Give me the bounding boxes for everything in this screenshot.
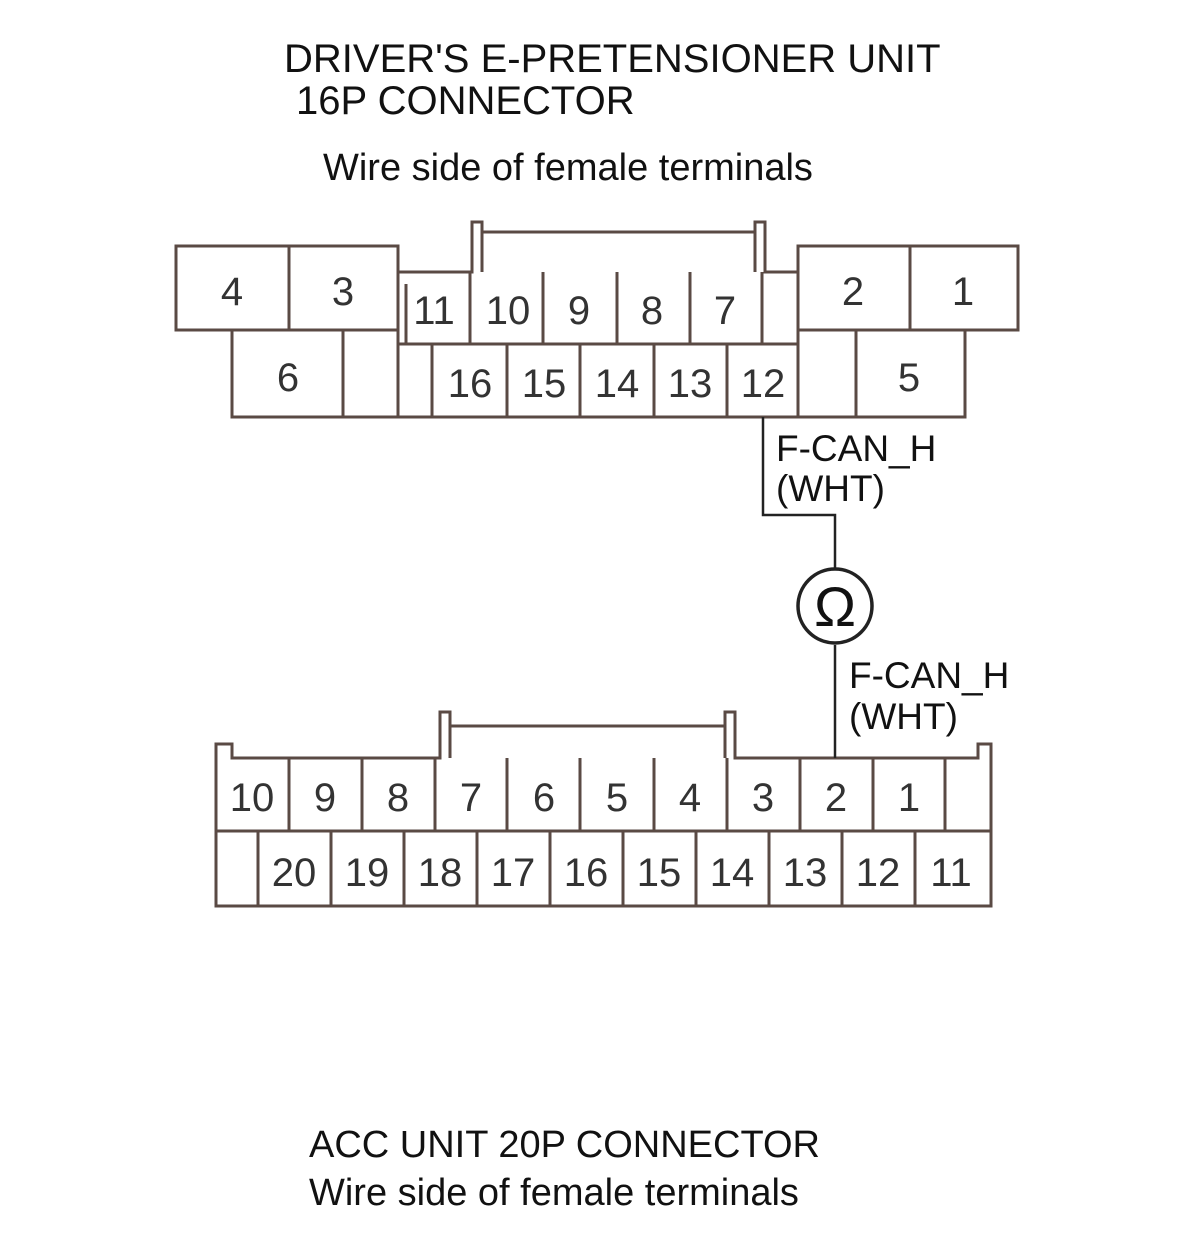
ohmmeter-symbol — [796, 567, 874, 645]
bottom-terminal-10: 10 — [230, 776, 275, 820]
bottom-terminal-14: 14 — [710, 851, 755, 895]
top-terminal-1: 1 — [952, 270, 974, 314]
bottom-terminal-9: 9 — [314, 776, 336, 820]
bottom-wire-color-label: (WHT) — [849, 696, 958, 737]
bottom-terminal-2: 2 — [825, 776, 847, 820]
bottom-connector-view-note: Wire side of female terminals — [309, 1172, 799, 1214]
bottom-terminal-4: 4 — [679, 776, 701, 820]
top-terminal-2: 2 — [842, 270, 864, 314]
bottom-terminal-6: 6 — [533, 776, 555, 820]
bottom-terminal-7: 7 — [460, 776, 482, 820]
top-terminal-7: 7 — [714, 289, 736, 333]
bottom-terminal-11: 11 — [930, 851, 972, 895]
top-terminal-10: 10 — [486, 289, 531, 333]
top-terminal-14: 14 — [595, 362, 640, 406]
bottom-terminal-19: 19 — [345, 851, 390, 895]
top-terminal-6: 6 — [277, 356, 299, 400]
top-terminal-9: 9 — [568, 289, 590, 333]
bottom-terminal-12: 12 — [856, 851, 901, 895]
bottom-connector-title: ACC UNIT 20P CONNECTOR — [309, 1124, 820, 1166]
top-wire-signal-label: F-CAN_H — [776, 428, 937, 469]
top-terminal-8: 8 — [641, 289, 663, 333]
ohm-icon: Ω — [814, 575, 856, 638]
bottom-terminal-15: 15 — [637, 851, 682, 895]
bottom-terminal-17: 17 — [491, 851, 536, 895]
bottom-terminal-20: 20 — [272, 851, 317, 895]
top-connector-title-line1: DRIVER'S E-PRETENSIONER UNIT — [284, 37, 941, 81]
bottom-terminal-16: 16 — [564, 851, 609, 895]
top-connector-view-note: Wire side of female terminals — [323, 147, 813, 189]
top-connector-title-line2: 16P CONNECTOR — [296, 79, 635, 123]
top-terminal-5: 5 — [898, 356, 920, 400]
bottom-wire-signal-label: F-CAN_H — [849, 655, 1010, 696]
bottom-terminal-3: 3 — [752, 776, 774, 820]
bottom-terminal-13: 13 — [783, 851, 828, 895]
top-terminal-15: 15 — [522, 362, 567, 406]
top-terminal-3: 3 — [332, 270, 354, 314]
top-wire-line — [761, 417, 837, 568]
top-terminal-16: 16 — [448, 362, 493, 406]
bottom-connector-housing — [214, 710, 993, 908]
top-wire-color-label: (WHT) — [776, 468, 885, 509]
top-terminal-12: 12 — [741, 362, 786, 406]
top-terminal-11: 11 — [413, 289, 455, 333]
bottom-terminal-8: 8 — [387, 776, 409, 820]
top-connector-housing — [174, 220, 1020, 419]
top-terminal-13: 13 — [668, 362, 713, 406]
bottom-terminal-1: 1 — [898, 776, 920, 820]
top-terminal-4: 4 — [221, 270, 243, 314]
bottom-terminal-5: 5 — [606, 776, 628, 820]
bottom-terminal-18: 18 — [418, 851, 463, 895]
